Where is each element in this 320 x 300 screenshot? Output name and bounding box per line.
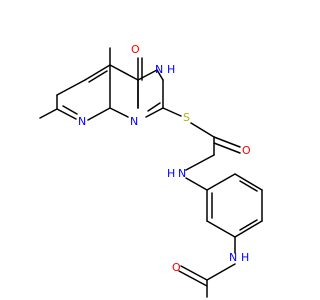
bond <box>62 105 78 115</box>
ring-hydrogen-label: H <box>167 63 175 76</box>
acetamide-nitrogen-label: N <box>229 251 237 264</box>
bond <box>87 107 111 121</box>
bond <box>234 173 263 191</box>
bond <box>39 108 58 119</box>
bond <box>206 173 236 191</box>
oxo-oxygen-label: O <box>131 43 140 56</box>
bond <box>239 180 258 192</box>
bond <box>239 219 258 231</box>
bond <box>56 108 77 120</box>
bond <box>109 107 129 118</box>
bond <box>234 220 263 238</box>
bond <box>185 154 215 171</box>
bond <box>213 142 241 154</box>
bond <box>137 69 158 81</box>
amide-oxygen-label: O <box>242 144 251 157</box>
acetamide-hydrogen-label: H <box>241 251 249 264</box>
bond <box>145 107 164 118</box>
amide-nitrogen-label: N <box>178 167 186 180</box>
bond <box>56 79 86 96</box>
sulfur-label: S <box>183 111 190 124</box>
bond <box>109 64 139 81</box>
bond <box>213 136 241 148</box>
bond <box>206 220 236 238</box>
bond <box>162 107 182 117</box>
amide-hydrogen-label: H <box>167 167 175 180</box>
bond <box>185 177 208 191</box>
bond <box>156 69 164 81</box>
bond <box>180 265 208 281</box>
acetamide-oxygen-label: O <box>172 261 181 274</box>
bond <box>190 122 215 138</box>
bond <box>88 70 108 83</box>
bond <box>178 270 208 287</box>
ring-nitrogen-2-label: N <box>130 115 138 128</box>
bond <box>147 102 161 112</box>
molecule-structure: O N H N N S O H N N H O <box>39 43 263 298</box>
ring-nitrogen-1-label: N <box>78 115 86 128</box>
bond <box>84 64 111 81</box>
ring-nitrogen-h-label: N <box>155 63 163 76</box>
atom-labels: O N H N N S O H N N H O <box>78 43 251 274</box>
bonds <box>39 47 263 298</box>
bond <box>206 263 236 281</box>
